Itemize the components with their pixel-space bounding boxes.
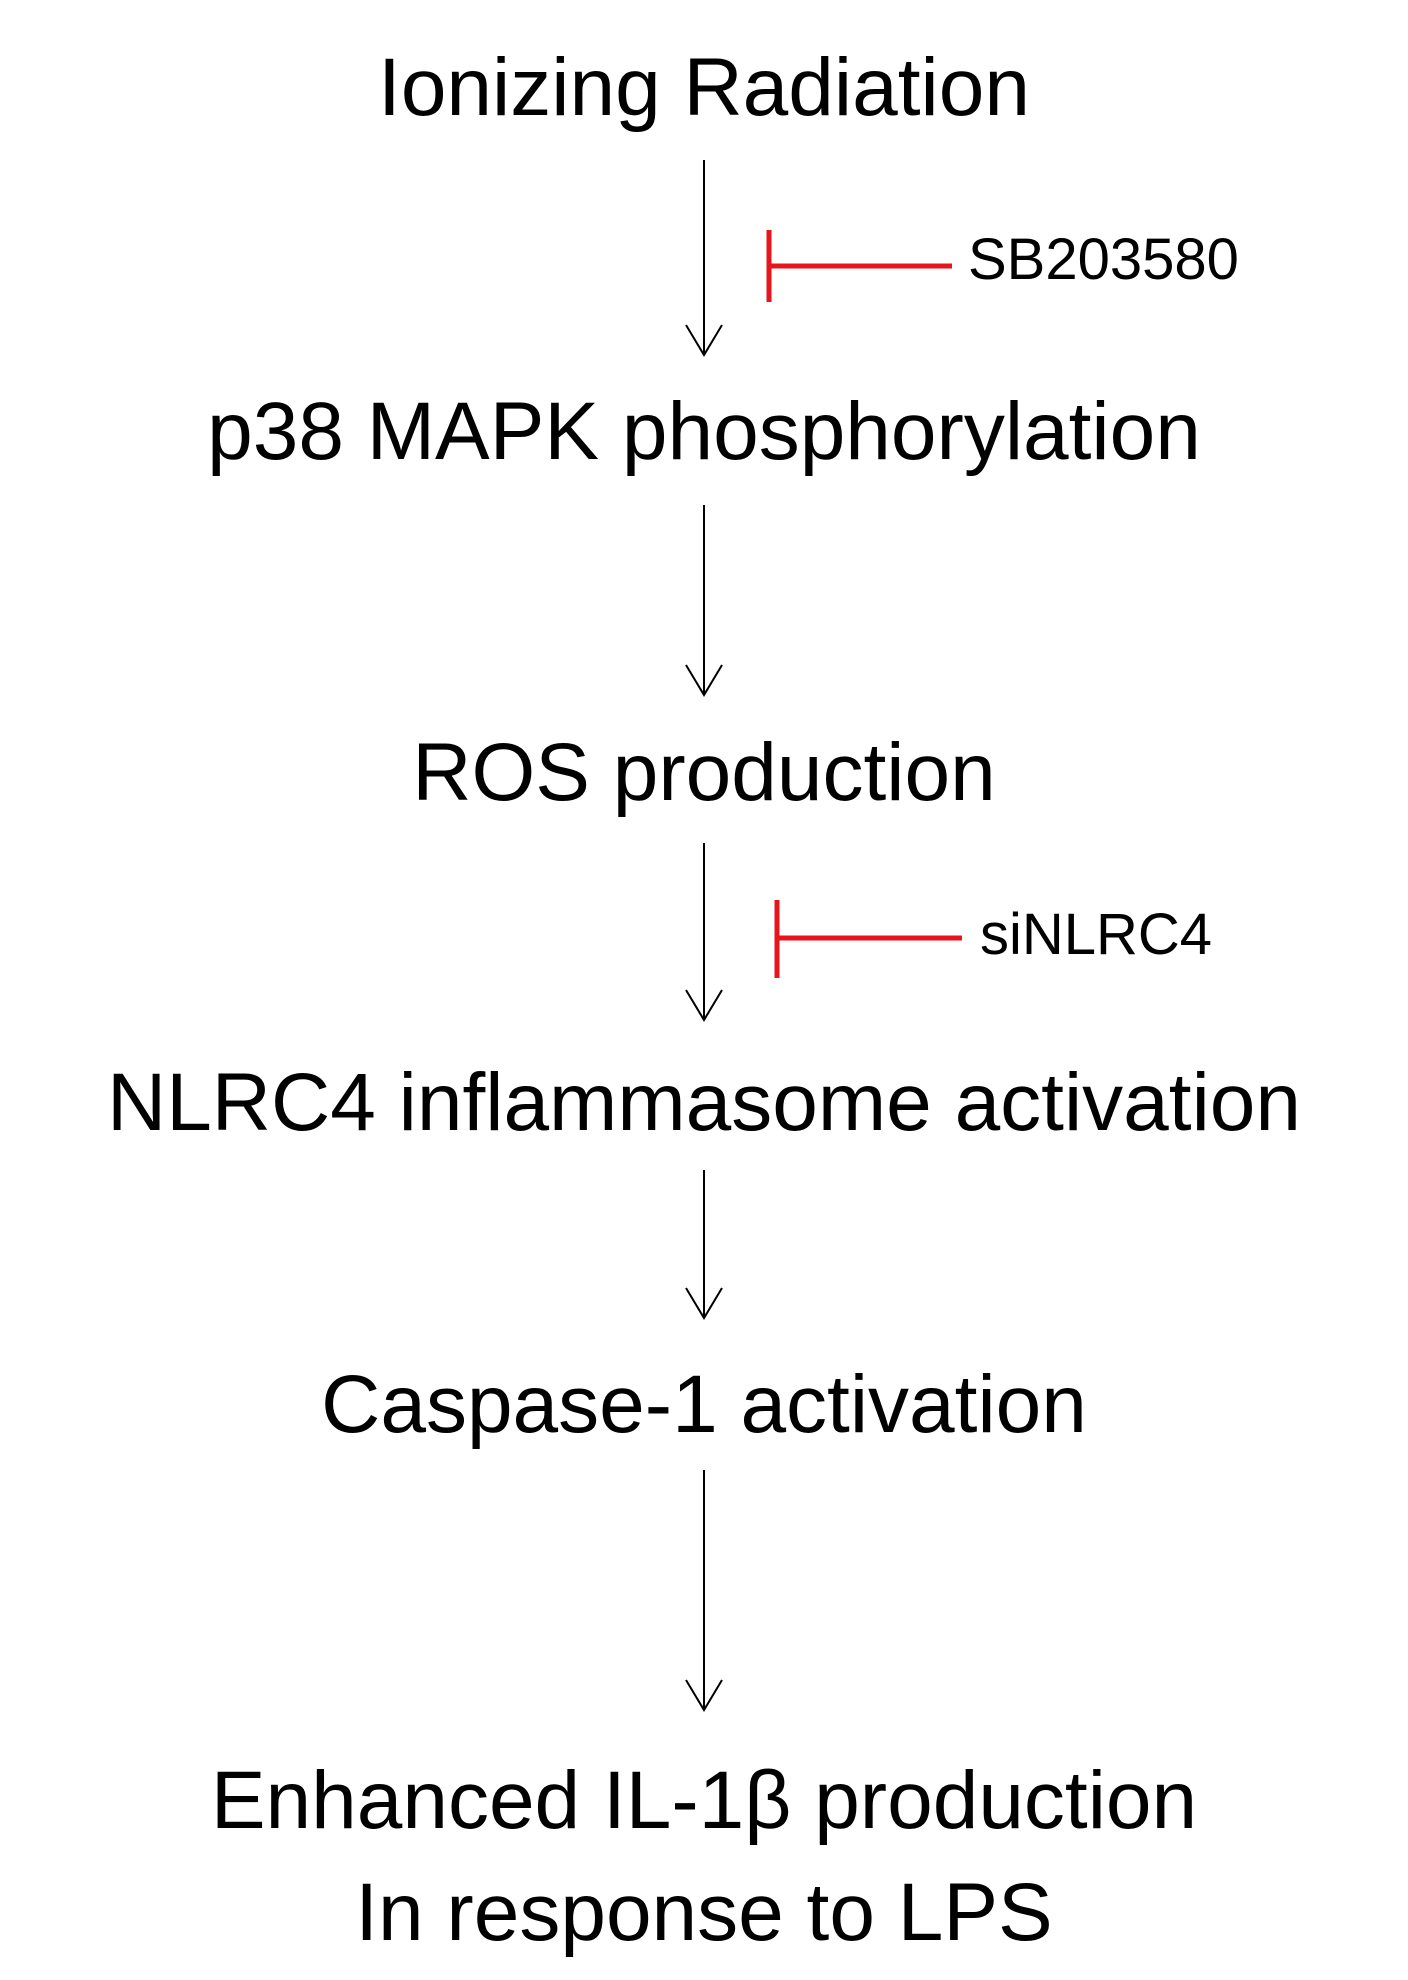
node-label-line-2: In response to LPS xyxy=(355,1867,1053,1958)
inhibitor-label-sinlrc4: siNLRC4 xyxy=(980,902,1213,967)
arrow-nlrc4-to-caspase xyxy=(685,1170,723,1320)
arrow-radiation-to-p38 xyxy=(685,160,723,357)
inhibitor-sinlrc4 xyxy=(774,900,962,978)
arrow-ros-to-nlrc4 xyxy=(685,843,723,1022)
arrow-p38-to-ros xyxy=(685,505,723,697)
node-nlrc4-inflammasome-activation: NLRC4 inflammasome activation xyxy=(0,1055,1408,1151)
node-caspase-1-activation: Caspase-1 activation xyxy=(0,1357,1408,1453)
inhibitor-sb203580 xyxy=(766,230,952,302)
node-label-line-1: Enhanced IL-1β production xyxy=(210,1755,1198,1846)
arrow-caspase-to-il1b xyxy=(685,1470,723,1712)
node-label: ROS production xyxy=(412,727,996,818)
node-ionizing-radiation: Ionizing Radiation xyxy=(0,40,1408,136)
node-p38-mapk-phosphorylation: p38 MAPK phosphorylation xyxy=(0,384,1408,480)
node-label: Ionizing Radiation xyxy=(378,42,1030,133)
node-label: NLRC4 inflammasome activation xyxy=(106,1057,1301,1148)
node-label: p38 MAPK phosphorylation xyxy=(207,386,1201,477)
node-label: Caspase-1 activation xyxy=(321,1359,1087,1450)
node-ros-production: ROS production xyxy=(0,725,1408,821)
inhibitor-label-sb203580: SB203580 xyxy=(968,227,1239,292)
node-enhanced-il1b-production: Enhanced IL-1β production In response to… xyxy=(0,1745,1408,1969)
